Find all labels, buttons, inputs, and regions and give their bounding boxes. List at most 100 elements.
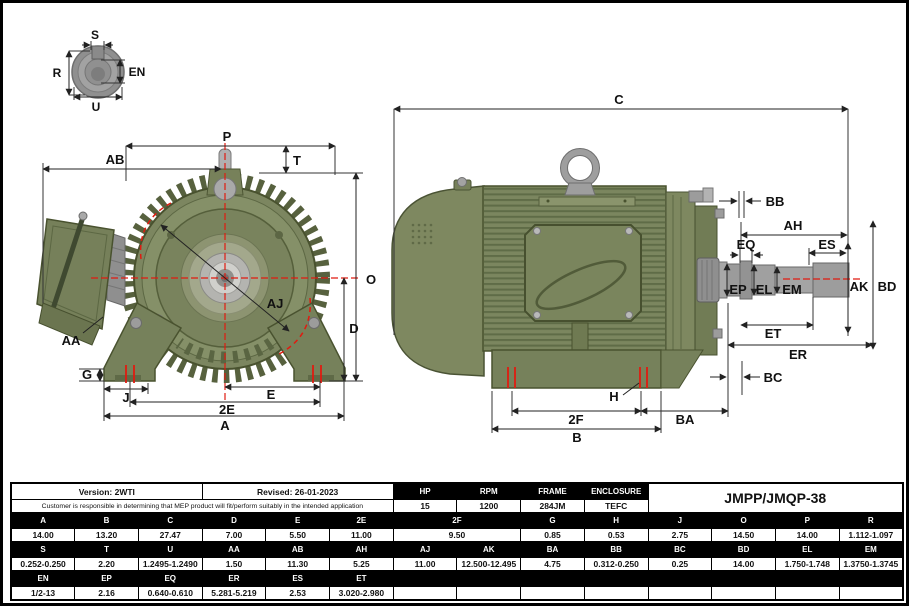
rear-end-cap	[391, 185, 485, 377]
dim-header: J	[647, 512, 713, 529]
conduit-lid-seam	[43, 225, 108, 322]
dim-label-r: R	[53, 66, 62, 80]
dim-label-eq: EQ	[737, 237, 756, 252]
dim-header: U	[137, 541, 203, 558]
bearing-collar	[696, 257, 720, 303]
table-row-dim-header-2: S T U AA AB AH AJ AK BA BB BC BD EL EM	[10, 541, 904, 558]
eyebolt-base	[564, 182, 596, 196]
conduit-bottom-cover	[38, 302, 101, 346]
dim-value: 0.312-0.250	[583, 557, 649, 571]
dim-value: 14.00	[711, 557, 776, 571]
dim-value-empty	[774, 586, 840, 601]
dim-label-ah: AH	[784, 218, 803, 233]
flange-bolt-top	[714, 208, 725, 219]
dim-value: 0.25	[647, 557, 713, 571]
dim-header: AK	[456, 541, 522, 558]
dim-header: BD	[711, 541, 776, 558]
dim-header: 2E	[329, 512, 394, 529]
dim-label-o: O	[366, 272, 376, 287]
dim-value: 0.53	[583, 528, 649, 542]
dim-label-b: B	[572, 430, 581, 445]
conduit-strap	[46, 216, 86, 322]
dim-header: R	[838, 512, 904, 529]
dim-value: 11.00	[329, 528, 394, 542]
dim-header: AH	[329, 541, 394, 558]
eyebolt-ring	[560, 148, 600, 188]
dim-value-empty	[520, 586, 585, 601]
dim-value: 14.50	[711, 528, 776, 542]
hp-value: 15	[392, 499, 458, 513]
nameplate-strip	[538, 196, 636, 207]
dim-value: 2.16	[74, 586, 139, 601]
cap-stud	[457, 177, 467, 187]
dim-label-ab: AB	[106, 152, 125, 167]
pedestal	[571, 322, 589, 354]
dim-value-empty	[711, 586, 776, 601]
dim-label-s: S	[91, 28, 99, 42]
cover-plate	[524, 224, 642, 322]
foot-notch-left	[115, 375, 141, 381]
dim-value: 1.750-1.748	[774, 557, 840, 571]
version-cell: Version: 2WTI	[10, 482, 203, 500]
table-row-dim-values-2: 0.252-0.250 2.20 1.2495-1.2490 1.50 11.3…	[10, 557, 904, 571]
frame-header: FRAME	[520, 482, 585, 500]
dim-value: 14.00	[10, 528, 76, 542]
top-fitting-2	[702, 187, 714, 203]
dim-value: 12.500-12.495	[456, 557, 522, 571]
dim-label-j: J	[122, 390, 129, 405]
motor-dimension-drawing: S R EN U	[36, 28, 896, 445]
dim-value: 1.3750-1.3745	[838, 557, 904, 571]
dim-label-bb: BB	[766, 194, 785, 209]
dim-value: 13.20	[74, 528, 139, 542]
dim-value-empty	[392, 586, 458, 601]
table-row-dim-header-3: EN EP EQ ER ES ET	[10, 570, 904, 587]
dim-header: EP	[74, 570, 139, 587]
vent-dots	[411, 223, 433, 245]
dim-value: 1/2-13	[10, 586, 76, 601]
table-row-dim-header-1: A B C D E 2E 2F G H J O P R	[10, 512, 904, 529]
collar-ring	[718, 261, 728, 299]
dim-value: 4.75	[520, 557, 585, 571]
dim-header: EQ	[137, 570, 203, 587]
dim-value: 0.640-0.610	[137, 586, 203, 601]
frame-value: 284JM	[520, 499, 585, 513]
dim-value: 5.281-5.219	[201, 586, 267, 601]
rpm-header: RPM	[456, 482, 522, 500]
dim-header: C	[137, 512, 203, 529]
dim-label-aj: AJ	[267, 296, 284, 311]
dim-value: 9.50	[392, 528, 522, 542]
dim-value: 2.75	[647, 528, 713, 542]
dim-label-es: ES	[818, 237, 836, 252]
table-row-dim-values-3: 1/2-13 2.16 0.640-0.610 5.281-5.219 2.53…	[10, 586, 904, 601]
keyway	[91, 45, 105, 60]
dim-value-empty	[647, 586, 713, 601]
enclosure-header: ENCLOSURE	[583, 482, 649, 500]
dim-label-a: A	[220, 418, 230, 433]
dim-value: 1.2495-1.2490	[137, 557, 203, 571]
dim-value-empty	[456, 586, 522, 601]
dim-header: E	[265, 512, 331, 529]
dim-header-empty	[392, 570, 904, 587]
dim-header: A	[10, 512, 76, 529]
dim-label-er: ER	[789, 347, 808, 362]
enclosure-value: TEFC	[583, 499, 649, 513]
drain-plug-left	[130, 317, 142, 329]
dim-label-u: U	[92, 100, 101, 114]
top-fitting	[688, 190, 704, 203]
aj-bolt-circle-arrow	[160, 224, 290, 332]
drain-plug-right	[308, 317, 320, 329]
face-hole-right	[275, 231, 283, 239]
dim-label-d: D	[349, 321, 358, 336]
dim-label-ba: BA	[676, 412, 695, 427]
dim-label-et: ET	[765, 326, 782, 341]
shaft-end-section	[812, 262, 850, 298]
dim-value: 0.85	[520, 528, 585, 542]
dim-label-2f: 2F	[568, 412, 583, 427]
dim-value: 1.112-1.097	[838, 528, 904, 542]
dim-value: 5.50	[265, 528, 331, 542]
dim-label-e: E	[267, 387, 276, 402]
dim-header: S	[10, 541, 76, 558]
dim-label-en: EN	[129, 65, 146, 79]
dim-label-el: EL	[756, 282, 773, 297]
